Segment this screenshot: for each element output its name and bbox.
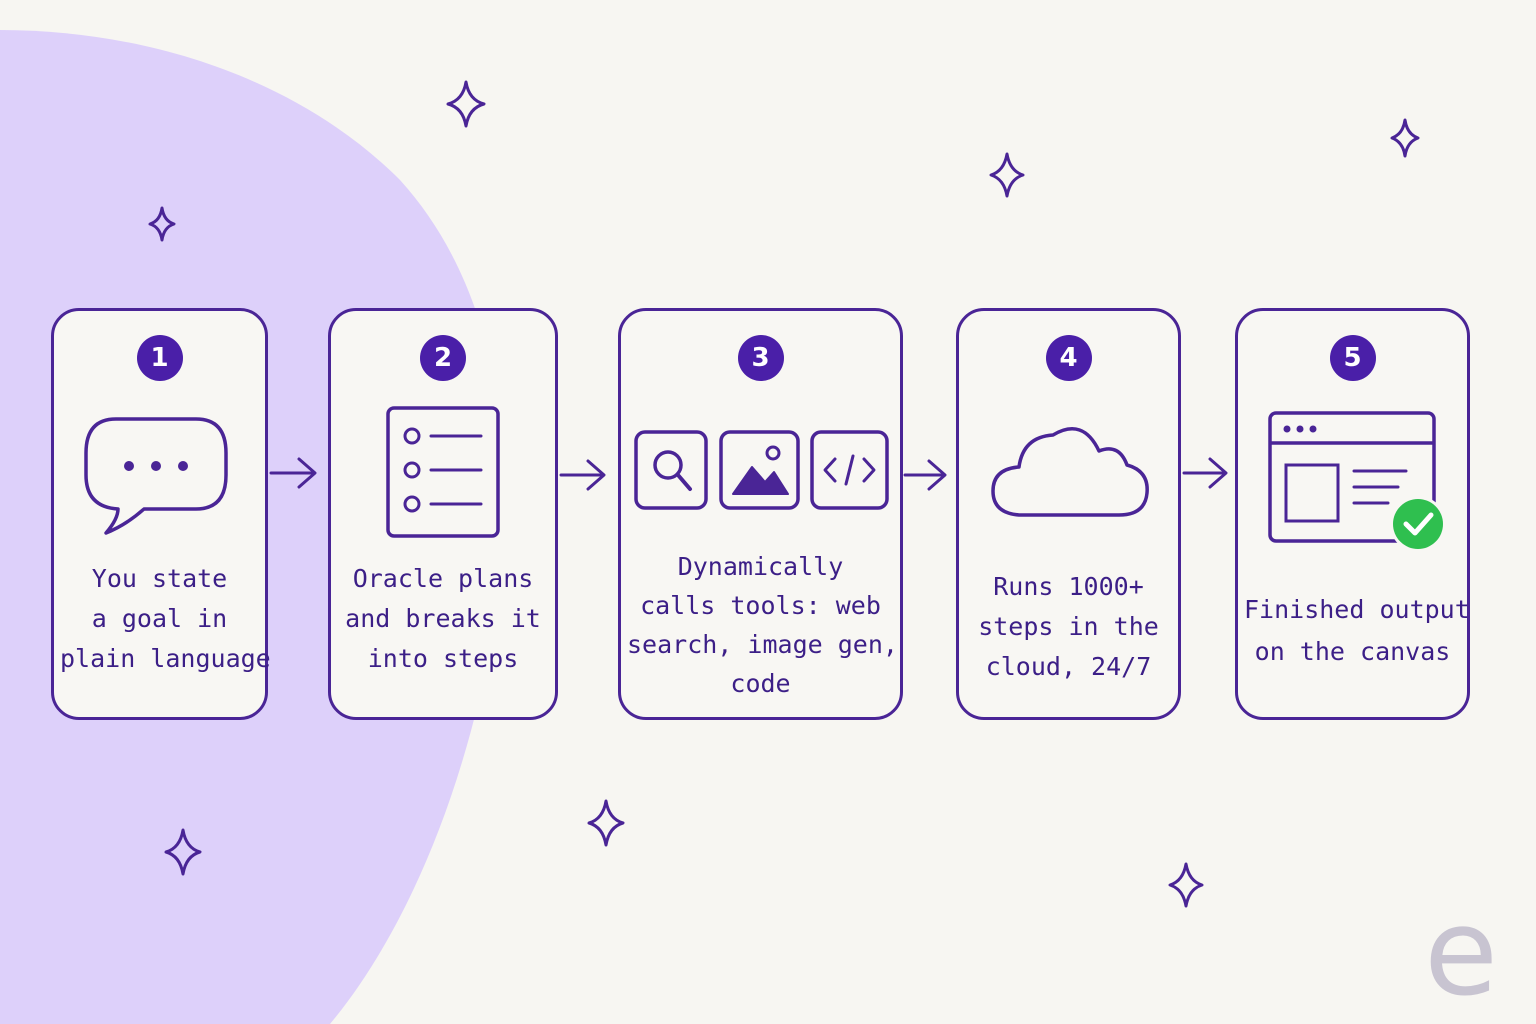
check-circle-icon — [1390, 496, 1446, 552]
step-card-5: 5 Finished output on the canvas — [1235, 308, 1470, 720]
sparkle-icon — [989, 152, 1025, 198]
step-description: Runs 1000+ steps in the cloud, 24/7 — [978, 572, 1159, 681]
step-description: You state a goal in plain language — [60, 564, 271, 673]
code-icon — [810, 430, 889, 510]
step-number-badge: 2 — [420, 335, 466, 381]
arrow-right-icon — [903, 459, 947, 491]
brand-logo: e — [1424, 884, 1498, 1023]
image-icon — [719, 430, 800, 510]
step-card-2: 2 Oracle plans and breaks it into steps — [328, 308, 558, 720]
search-icon — [634, 430, 708, 510]
cloud-icon — [991, 427, 1149, 517]
sparkle-icon — [164, 828, 202, 876]
step-description: Finished output on the canvas — [1244, 595, 1470, 666]
step-number-badge: 3 — [737, 335, 784, 381]
step-description: Oracle plans and breaks it into steps — [345, 564, 541, 673]
sparkle-icon — [1390, 118, 1420, 158]
step-description: Dynamically calls tools: web search, ima… — [627, 552, 898, 698]
step-card-4: 4 Runs 1000+ steps in the cloud, 24/7 — [956, 308, 1181, 720]
sparkle-icon — [148, 206, 176, 242]
step-number-badge: 1 — [136, 335, 183, 381]
tool-icons — [634, 430, 889, 510]
step-number-badge: 4 — [1045, 335, 1092, 381]
checklist-icon — [386, 406, 500, 538]
arrow-right-icon — [559, 459, 606, 491]
flow-arrows — [269, 457, 1228, 491]
sparkle-icon — [587, 799, 625, 847]
browser-window-icon — [1268, 411, 1436, 543]
step-number-badge: 5 — [1329, 335, 1376, 381]
sparkle-icon — [446, 80, 486, 128]
step-card-3: 3 Dynamically calls tools: web search, i… — [618, 308, 903, 720]
arrow-right-icon — [1182, 457, 1228, 489]
sparkles — [148, 80, 1420, 908]
browser-window-check-icon — [1268, 411, 1446, 552]
arrow-right-icon — [269, 457, 317, 489]
speech-bubble-icon — [84, 417, 228, 535]
sparkle-icon — [1168, 862, 1204, 908]
step-card-1: 1 You state a goal in plain language — [51, 308, 271, 720]
